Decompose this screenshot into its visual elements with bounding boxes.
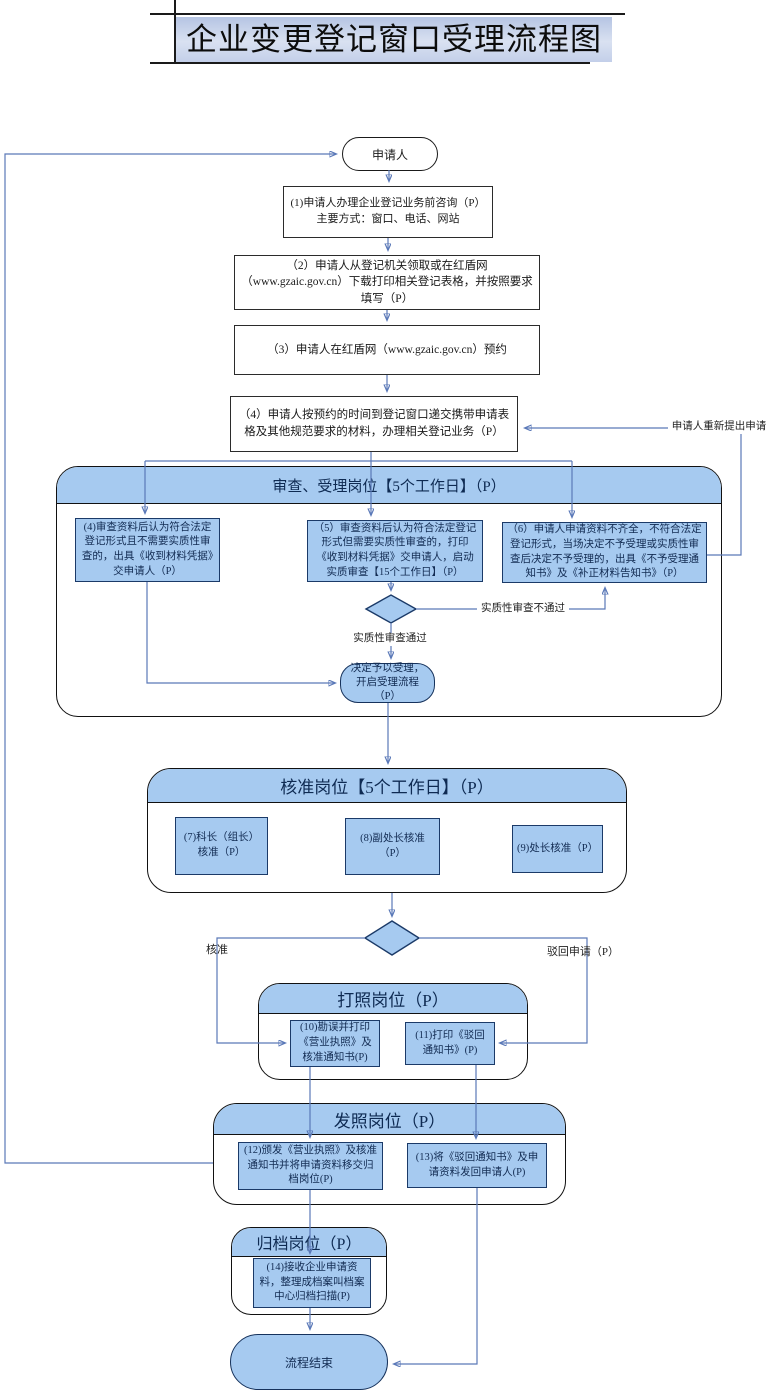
node-step3-reserve: （3）申请人在红盾网（www.gzaic.gov.cn）预约 (234, 325, 540, 375)
node-step1-line1: (1)申请人办理企业登记业务前咨询（P） (290, 197, 486, 210)
section-issue-header: 发照岗位（P） (214, 1104, 565, 1135)
node-accept-start-process: 决定予以受理，开启受理流程（P） (340, 663, 435, 703)
node-step1-consult: (1)申请人办理企业登记业务前咨询（P） 主要方式：窗口、电话、网站 (283, 186, 493, 238)
section-print-header: 打照岗位（P） (259, 984, 527, 1014)
title-overline (150, 13, 625, 15)
page-title: 企业变更登记窗口受理流程图 (176, 17, 612, 62)
label-rejected: 驳回申请（P） (546, 946, 620, 958)
label-substantive-pass: 实质性审查通过 (349, 633, 431, 646)
label-approved: 核准 (206, 944, 228, 956)
node-print-rejection: (11)打印《驳回通知书》(P) (405, 1022, 495, 1065)
node-review-reject: （6）申请人申请资料不齐全，不符合法定登记形式，当场决定不予受理或实质性审查后决… (502, 522, 707, 583)
node-review-substantive: （5）审查资料后认为符合法定登记形式但需要实质性审查的，打印《收到材料凭据》交申… (307, 520, 483, 582)
connector-rejection-end (394, 1188, 478, 1364)
node-approve-director: (9)处长核准（P） (512, 825, 603, 873)
section-approve-header: 核准岗位【5个工作日】（P） (148, 769, 626, 803)
node-step2-get-forms: （2）申请人从登记机关领取或在红盾网（www.gzaic.gov.cn）下载打印… (234, 255, 540, 310)
title-underline (150, 62, 590, 64)
title-cross-line (174, 0, 176, 64)
label-substantive-fail: 实质性审查不通过 (477, 603, 569, 616)
section-review-header: 审查、受理岗位【5个工作日】（P） (57, 467, 721, 504)
node-review-pass-direct: (4)审查资料后认为符合法定登记形式且不需要实质性审查的，出具《收到材料凭据》交… (75, 518, 220, 582)
node-approve-chief: (7)科长（组长）核准（P） (175, 817, 268, 875)
node-archive-step: (14)接收企业申请资料，整理成档案叫档案中心归档扫描(P) (253, 1258, 371, 1308)
node-issue-rejection: (13)将《驳回通知书》及申请资料发回申请人(P) (407, 1143, 547, 1188)
node-step4-submit: （4）申请人按预约的时间到登记窗口递交携带申请表格及其他规范要求的材料，办理相关… (230, 396, 518, 452)
decision-approval (363, 920, 421, 956)
node-start-applicant: 申请人 (342, 137, 438, 171)
node-step1-line2: 主要方式：窗口、电话、网站 (316, 213, 460, 225)
node-end: 流程结束 (230, 1334, 388, 1390)
node-print-license: (10)勘误并打印《营业执照》及核准通知书(P) (290, 1020, 380, 1067)
node-approve-deputy: (8)副处长核准（P） (345, 818, 440, 875)
section-archive-header: 归档岗位（P） (232, 1228, 386, 1257)
node-issue-license: (12)颁发《营业执照》及核准通知书并将申请资料移交归档岗位(P) (238, 1142, 383, 1190)
connector-step4-split (145, 452, 572, 462)
label-reapply: 申请人重新提出申请 (668, 421, 770, 434)
